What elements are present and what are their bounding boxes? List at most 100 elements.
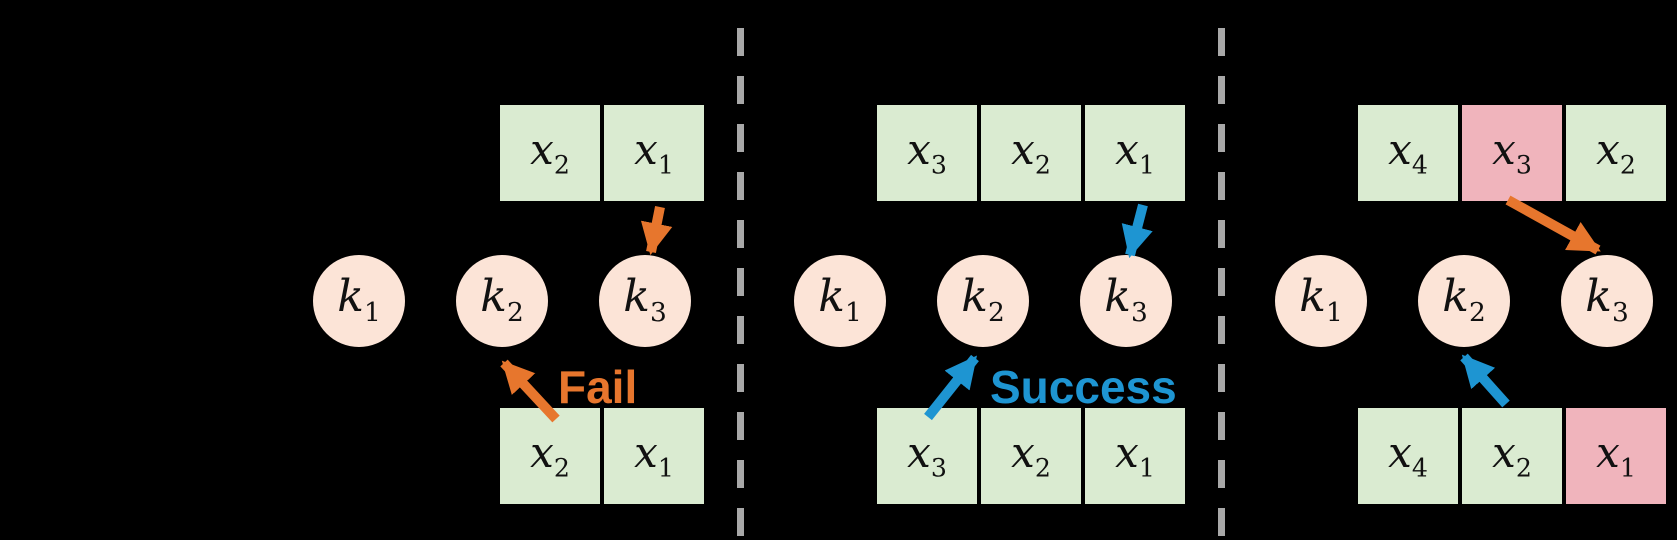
bottom-queue-row: x3 x2 x1: [877, 408, 1185, 504]
top-queue-row: x3 x2 x1: [877, 105, 1185, 201]
queue-cell: x1: [604, 408, 704, 504]
queue-cell: x1: [1085, 408, 1185, 504]
cell-variable: x: [1388, 427, 1412, 477]
key-variable: k: [1104, 271, 1131, 323]
key-subscript: 2: [506, 297, 524, 329]
cell-subscript: 1: [1619, 453, 1636, 483]
key-subscript: 2: [1468, 297, 1486, 329]
queue-cell: x2: [981, 408, 1081, 504]
cell-variable: x: [1388, 124, 1412, 174]
cell-label: x4: [1388, 128, 1428, 180]
cell-label: x2: [530, 431, 570, 483]
key-circle: k2: [1418, 255, 1510, 347]
key-circle: k2: [456, 255, 548, 347]
queue-cell: x3: [1462, 105, 1562, 201]
key-variable: k: [337, 271, 364, 323]
cell-label: x4: [1388, 431, 1428, 481]
queue-cell: x1: [1085, 105, 1185, 201]
queue-cell: x2: [981, 105, 1081, 201]
cell-subscript: 1: [1138, 150, 1155, 180]
cell-subscript: 2: [1034, 453, 1051, 483]
cell-variable: x: [1115, 124, 1139, 174]
key-subscript: 3: [649, 297, 667, 329]
cell-subscript: 2: [553, 150, 570, 180]
key-circle: k1: [1275, 255, 1367, 347]
key-variable: k: [961, 271, 988, 323]
success-arrow: [1121, 203, 1153, 259]
key-circle: k3: [599, 255, 691, 347]
cell-subscript: 1: [1138, 453, 1155, 483]
queue-cell: x2: [500, 105, 600, 201]
cell-subscript: 3: [930, 150, 947, 180]
bottom-queue-row: x4 x2 x1: [1358, 408, 1666, 504]
queue-cell: x1: [1566, 408, 1666, 504]
queue-cell: x4: [1358, 105, 1458, 201]
cell-label: x1: [1115, 128, 1155, 180]
key-circle: k1: [313, 255, 405, 347]
cell-subscript: 3: [1515, 150, 1532, 180]
cell-subscript: 2: [553, 453, 570, 483]
key-variable: k: [1585, 271, 1612, 323]
key-circle: k3: [1080, 255, 1172, 347]
cell-variable: x: [907, 124, 931, 174]
key-label: k3: [1585, 275, 1628, 326]
cell-variable: x: [907, 427, 931, 477]
key-circle: k3: [1561, 255, 1653, 347]
cell-variable: x: [1011, 427, 1035, 477]
fail-label: Fail: [558, 361, 638, 413]
key-variable: k: [623, 271, 650, 323]
panel-fail: x2 x1 k1 k2 k3 x2 x1 Fail: [259, 0, 715, 540]
cell-variable: x: [634, 427, 658, 477]
fail-arrow: [640, 206, 673, 256]
cell-subscript: 2: [1034, 150, 1051, 180]
success-label: Success: [990, 361, 1177, 413]
panel-divider-2: [1218, 28, 1225, 540]
key-label: k2: [480, 275, 523, 326]
success-arrow: [1460, 353, 1510, 408]
cell-subscript: 3: [930, 453, 947, 483]
cell-subscript: 2: [1515, 453, 1532, 483]
cell-subscript: 4: [1411, 150, 1428, 180]
key-circle: k2: [937, 255, 1029, 347]
queue-cell: x3: [877, 408, 977, 504]
cell-subscript: 1: [657, 150, 674, 180]
key-subscript: 1: [1325, 297, 1343, 329]
cell-label: x1: [1596, 431, 1636, 483]
cell-variable: x: [1596, 124, 1620, 174]
key-label: k2: [1442, 275, 1485, 326]
fail-arrow: [1505, 195, 1601, 255]
cell-label: x1: [634, 128, 674, 180]
key-label: k3: [623, 275, 666, 326]
key-variable: k: [480, 271, 507, 323]
cell-variable: x: [1492, 124, 1516, 174]
cell-subscript: 2: [1619, 150, 1636, 180]
top-queue-row: x2 x1: [500, 105, 704, 201]
cell-subscript: 1: [657, 453, 674, 483]
cell-variable: x: [530, 124, 554, 174]
key-variable: k: [1299, 271, 1326, 323]
queue-cell: x4: [1358, 408, 1458, 504]
key-variable: k: [1442, 271, 1469, 323]
key-circle: k1: [794, 255, 886, 347]
cell-label: x1: [1115, 431, 1155, 483]
panel-success: x3 x2 x1 k1 k2 k3 x3 x2 x1 Success: [740, 0, 1196, 540]
key-subscript: 3: [1611, 297, 1629, 329]
queue-cell: x2: [1462, 408, 1562, 504]
cell-variable: x: [530, 427, 554, 477]
cell-label: x2: [1596, 128, 1636, 180]
cell-label: x2: [1011, 128, 1051, 180]
cell-label: x1: [634, 431, 674, 483]
panel-mixed: x4 x3 x2 k1 k2 k3 x4 x2 x1: [1221, 0, 1677, 540]
bottom-queue-row: x2 x1: [500, 408, 704, 504]
key-label: k1: [1299, 275, 1342, 326]
cell-variable: x: [634, 124, 658, 174]
key-subscript: 2: [987, 297, 1005, 329]
panel-divider-1: [737, 28, 744, 540]
cell-label: x2: [1011, 431, 1051, 483]
cell-variable: x: [1596, 427, 1620, 477]
key-label: k2: [961, 275, 1004, 326]
key-label: k1: [818, 275, 861, 326]
queue-cell: x1: [604, 105, 704, 201]
queue-cell: x2: [1566, 105, 1666, 201]
